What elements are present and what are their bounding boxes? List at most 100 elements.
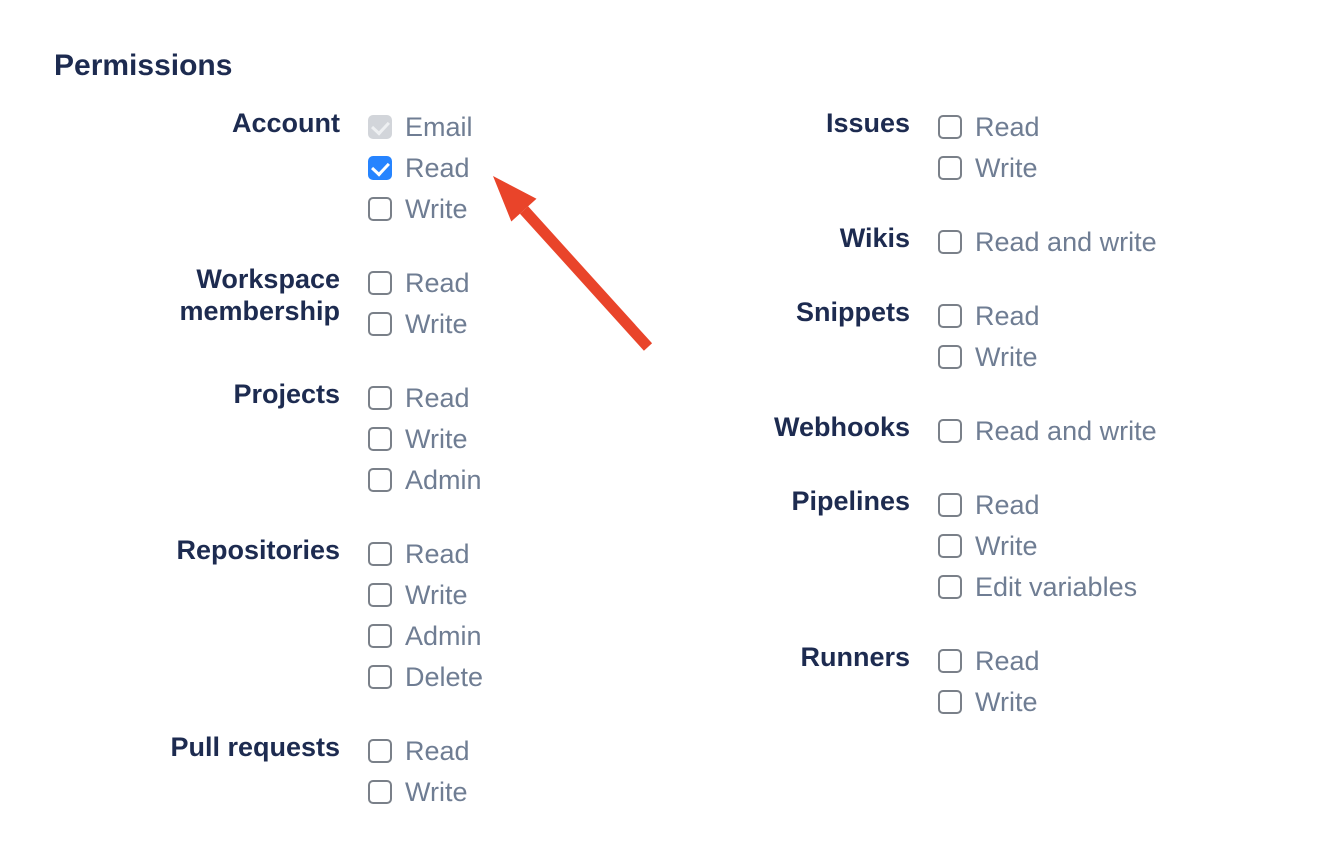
projects-read-checkbox[interactable] [368, 386, 392, 410]
workspace-membership-write-checkbox[interactable] [368, 312, 392, 336]
option-pipelines-read[interactable]: Read [938, 492, 1137, 519]
checkbox-label: Read [405, 736, 470, 766]
option-account-read[interactable]: Read [368, 153, 473, 183]
repositories-admin-checkbox[interactable] [368, 624, 392, 648]
checkbox-label: Read [405, 383, 470, 413]
option-runners-read[interactable]: Read [938, 646, 1040, 676]
checkbox-label: Read and write [975, 416, 1157, 446]
checkbox-label: Read [975, 112, 1040, 142]
checkbox-label: Write [405, 777, 468, 807]
checkbox-label: Edit variables [975, 572, 1138, 602]
pull-requests-read-checkbox[interactable] [368, 739, 392, 763]
pipelines-read-checkbox[interactable] [938, 493, 962, 517]
option-projects-write[interactable]: Write [368, 424, 482, 454]
workspace-membership-read-checkbox[interactable] [368, 271, 392, 295]
checkbox-label: Read and write [975, 227, 1157, 257]
issues-write-checkbox[interactable] [938, 156, 962, 180]
checkbox-label: Read [975, 646, 1040, 676]
group-label-account: Account [232, 108, 340, 138]
issues-read-checkbox[interactable] [938, 115, 962, 139]
option-projects-admin[interactable]: Admin [368, 467, 482, 494]
group-options-webhooks: Read and write [938, 416, 1157, 446]
pull-requests-write-checkbox[interactable] [368, 780, 392, 804]
repositories-read-checkbox[interactable] [368, 542, 392, 566]
runners-read-checkbox[interactable] [938, 649, 962, 673]
option-snippets-write[interactable]: Write [938, 342, 1040, 372]
pipelines-edit-variables-checkbox[interactable] [938, 575, 962, 599]
option-issues-write[interactable]: Write [938, 153, 1040, 183]
group-options-wikis: Read and write [938, 227, 1157, 257]
option-pipelines-edit-variables[interactable]: Edit variables [938, 572, 1138, 602]
option-account-write[interactable]: Write [368, 194, 473, 224]
repositories-write-checkbox[interactable] [368, 583, 392, 607]
webhooks-read-and-write-checkbox[interactable] [938, 419, 962, 443]
runners-write-checkbox[interactable] [938, 690, 962, 714]
checkbox-label: Write [975, 531, 1038, 561]
wikis-read-and-write-checkbox[interactable] [938, 230, 962, 254]
checkbox-label: Write [405, 194, 468, 224]
group-label-pipelines: Pipelines [791, 486, 910, 516]
group-label-pull-requests: Pull requests [170, 732, 340, 762]
page-title: Permissions [54, 49, 233, 82]
checkbox-label: Delete [405, 662, 484, 692]
projects-admin-checkbox[interactable] [368, 468, 392, 492]
account-write-checkbox[interactable] [368, 197, 392, 221]
option-wikis-read-and-write[interactable]: Read and write [938, 227, 1157, 257]
checkbox-label: Admin [405, 621, 482, 651]
checkbox-label: Write [405, 424, 468, 454]
option-projects-read[interactable]: Read [368, 383, 482, 413]
option-repositories-write[interactable]: Write [368, 580, 483, 610]
checkbox-label: Write [405, 580, 468, 610]
group-label-snippets: Snippets [795, 297, 910, 327]
option-issues-read[interactable]: Read [938, 112, 1040, 142]
option-repositories-admin[interactable]: Admin [368, 621, 483, 651]
snippets-read-checkbox[interactable] [938, 304, 962, 328]
option-webhooks-read-and-write[interactable]: Read and write [938, 416, 1157, 446]
checkbox-label: Read [975, 301, 1040, 331]
option-account-email[interactable]: Email [368, 112, 473, 142]
group-label-projects: Projects [233, 379, 340, 409]
repositories-delete-checkbox[interactable] [368, 665, 392, 689]
checkbox-label: Email [405, 112, 473, 142]
snippets-write-checkbox[interactable] [938, 345, 962, 369]
account-email-checkbox[interactable] [368, 115, 392, 139]
option-repositories-read[interactable]: Read [368, 541, 483, 568]
checkbox-label: Write [975, 153, 1038, 183]
account-read-checkbox[interactable] [368, 156, 392, 180]
projects-write-checkbox[interactable] [368, 427, 392, 451]
checkbox-label: Write [975, 342, 1038, 372]
checkbox-label: Write [405, 309, 468, 339]
pipelines-write-checkbox[interactable] [938, 534, 962, 558]
option-snippets-read[interactable]: Read [938, 301, 1040, 331]
checkbox-label: Read [405, 268, 470, 298]
group-label-issues: Issues [825, 108, 910, 138]
option-workspace-membership-write[interactable]: Write [368, 309, 470, 339]
checkbox-label: Read [405, 153, 470, 183]
option-pull-requests-write[interactable]: Write [368, 777, 470, 807]
option-repositories-delete[interactable]: Delete [368, 662, 484, 692]
option-pull-requests-read[interactable]: Read [368, 736, 470, 766]
option-pipelines-write[interactable]: Write [938, 531, 1137, 561]
option-runners-write[interactable]: Write [938, 687, 1040, 717]
checkbox-label: Write [975, 687, 1038, 717]
option-workspace-membership-read[interactable]: Read [368, 268, 470, 298]
